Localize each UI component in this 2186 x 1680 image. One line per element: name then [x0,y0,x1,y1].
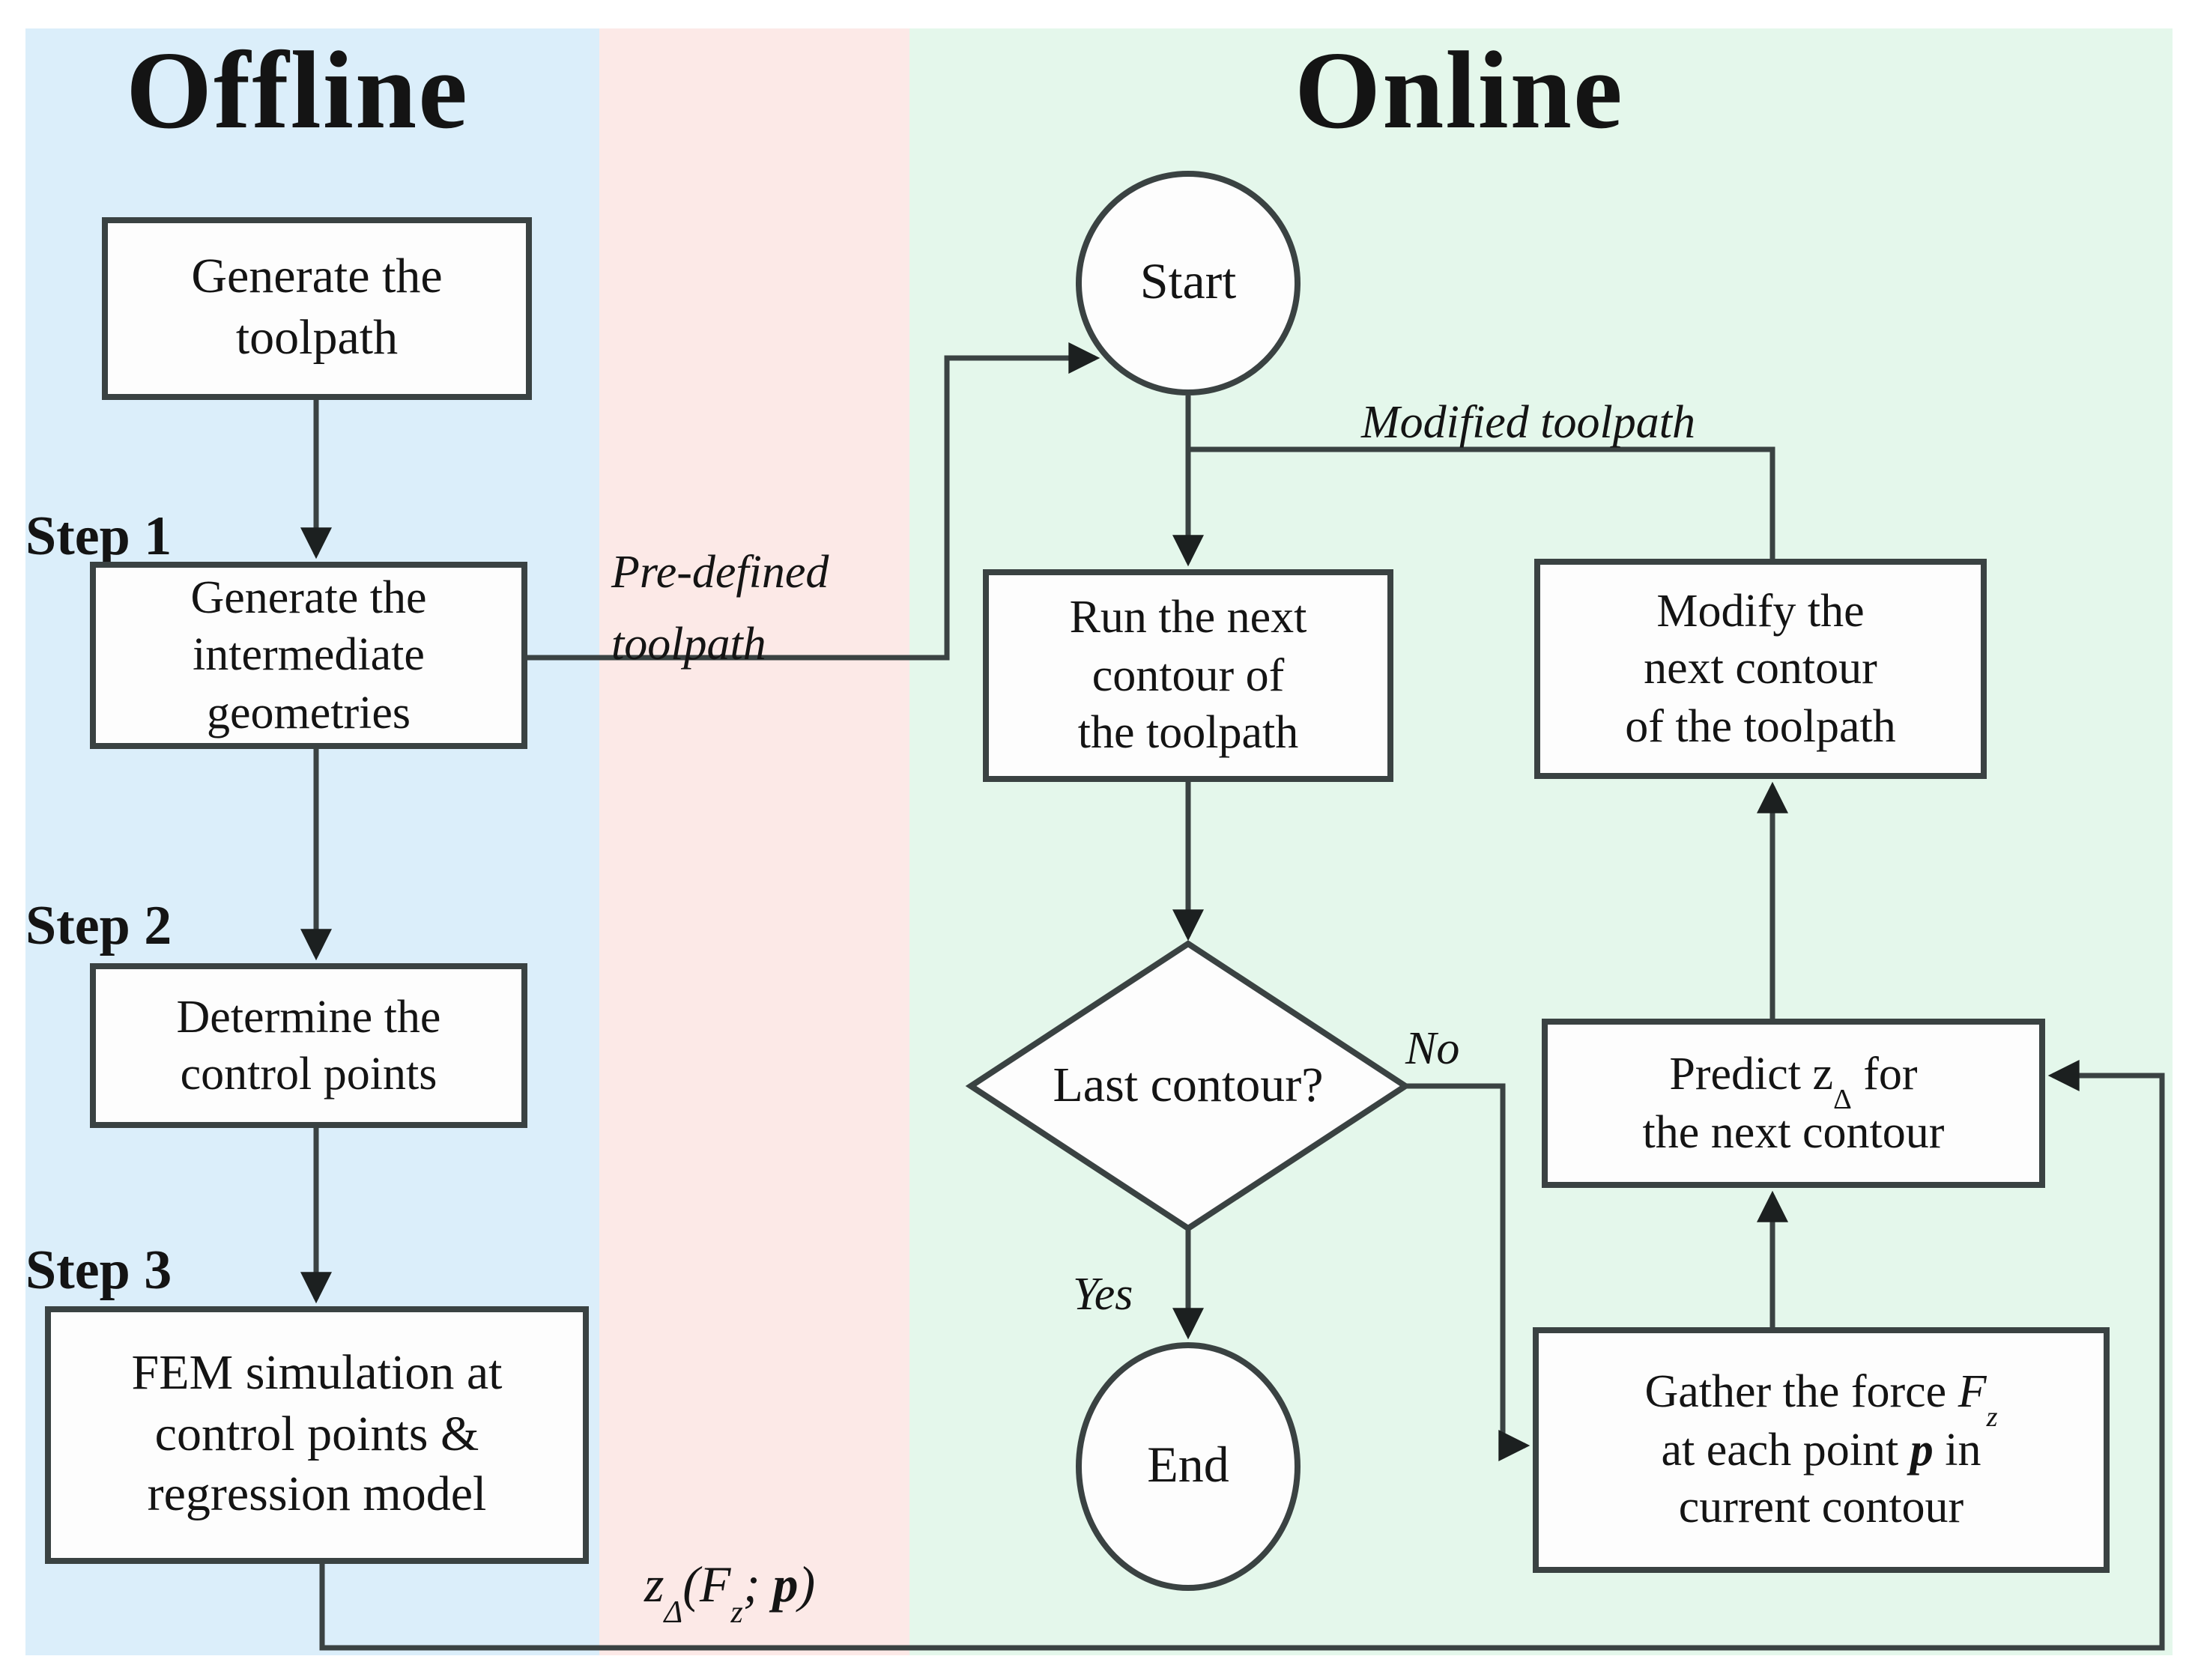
process-modify-next-contour: Modify the next contour of the toolpath [1534,559,1987,779]
no-branch-label: No [1405,1022,1460,1074]
process-generate-intermediate-geometries: Generate the intermediate geometries [90,562,527,749]
step-3-label: Step 3 [25,1240,172,1302]
start-terminator: Start [1076,171,1301,395]
yes-branch-label: Yes [1073,1267,1133,1320]
process-generate-toolpath: Generate the toolpath [102,217,532,400]
connector-modified-toolpath [1188,446,1775,559]
predefined-toolpath-label: Pre-defined toolpath [611,545,829,670]
process-determine-control-points: Determine the control points [90,963,527,1128]
step-2-label: Step 2 [25,896,172,957]
decision-diamond-shape [965,940,1411,1232]
connector-fem-feedback-to-predict [319,1060,2165,1651]
process-predict-zdelta: Predict zΔ for the next contour [1542,1019,2045,1188]
process-gather-force: Gather the force Fz at each point p in c… [1533,1327,2110,1573]
end-terminator: End [1076,1342,1301,1591]
modified-toolpath-label: Modified toolpath [1360,395,1695,448]
process-fem-simulation: FEM simulation at control points & regre… [45,1306,589,1564]
offline-title: Offline [126,30,469,153]
process-run-next-contour: Run the next contour of the toolpath [983,569,1393,782]
connector-predefined-toolpath [527,342,1100,661]
transfer-strip-panel [599,28,909,1655]
connector-decision-no-to-gather [1405,1083,1530,1461]
online-title: Online [1295,30,1624,153]
regression-model-output-label: zΔ(Fz; p) [644,1558,816,1630]
step-1-label: Step 1 [25,506,172,568]
decision-last-contour: Last contour? [1053,1058,1324,1112]
